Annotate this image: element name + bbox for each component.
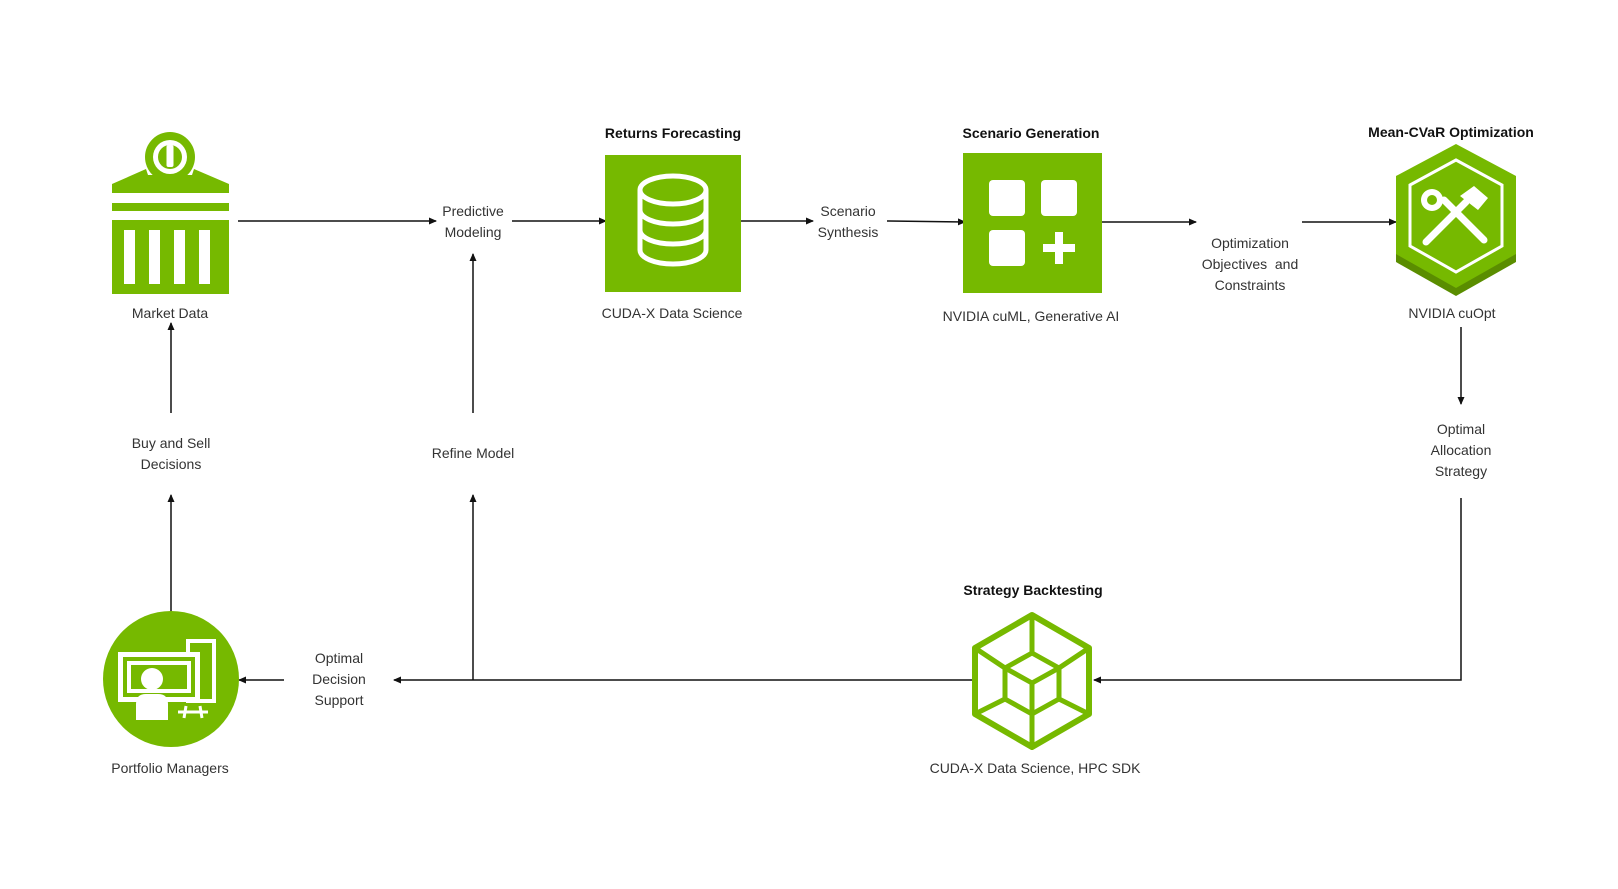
cube-hexagon-icon	[972, 612, 1092, 750]
grid-plus-icon	[963, 153, 1102, 293]
portfolio-managers-label: Portfolio Managers	[111, 760, 229, 776]
optimization-label: NVIDIA cuOpt	[1408, 305, 1496, 321]
scenario-generation-title: Scenario Generation	[962, 125, 1100, 141]
strategy-backtesting-title: Strategy Backtesting	[963, 582, 1103, 598]
scenario-generation-label: NVIDIA cuML, Generative AI	[942, 308, 1120, 324]
presenter-icon	[103, 611, 239, 747]
connectors	[167, 217, 1465, 684]
tools-hexagon-icon	[1396, 144, 1516, 296]
database-icon	[605, 155, 741, 292]
backtesting-label: CUDA-X Data Science, HPC SDK	[929, 760, 1141, 776]
refine-model-label: Refine Model	[431, 443, 515, 464]
returns-forecasting-title: Returns Forecasting	[604, 125, 742, 141]
returns-forecasting-label: CUDA-X Data Science	[601, 305, 743, 321]
edge-allocation-to-backtesting	[1093, 498, 1462, 684]
market-data-label: Market Data	[131, 305, 209, 321]
mean-cvar-optimization-title: Mean-CVaR Optimization	[1368, 124, 1534, 140]
edge-scenario-to-generation	[886, 218, 966, 226]
bank-icon	[112, 132, 229, 294]
